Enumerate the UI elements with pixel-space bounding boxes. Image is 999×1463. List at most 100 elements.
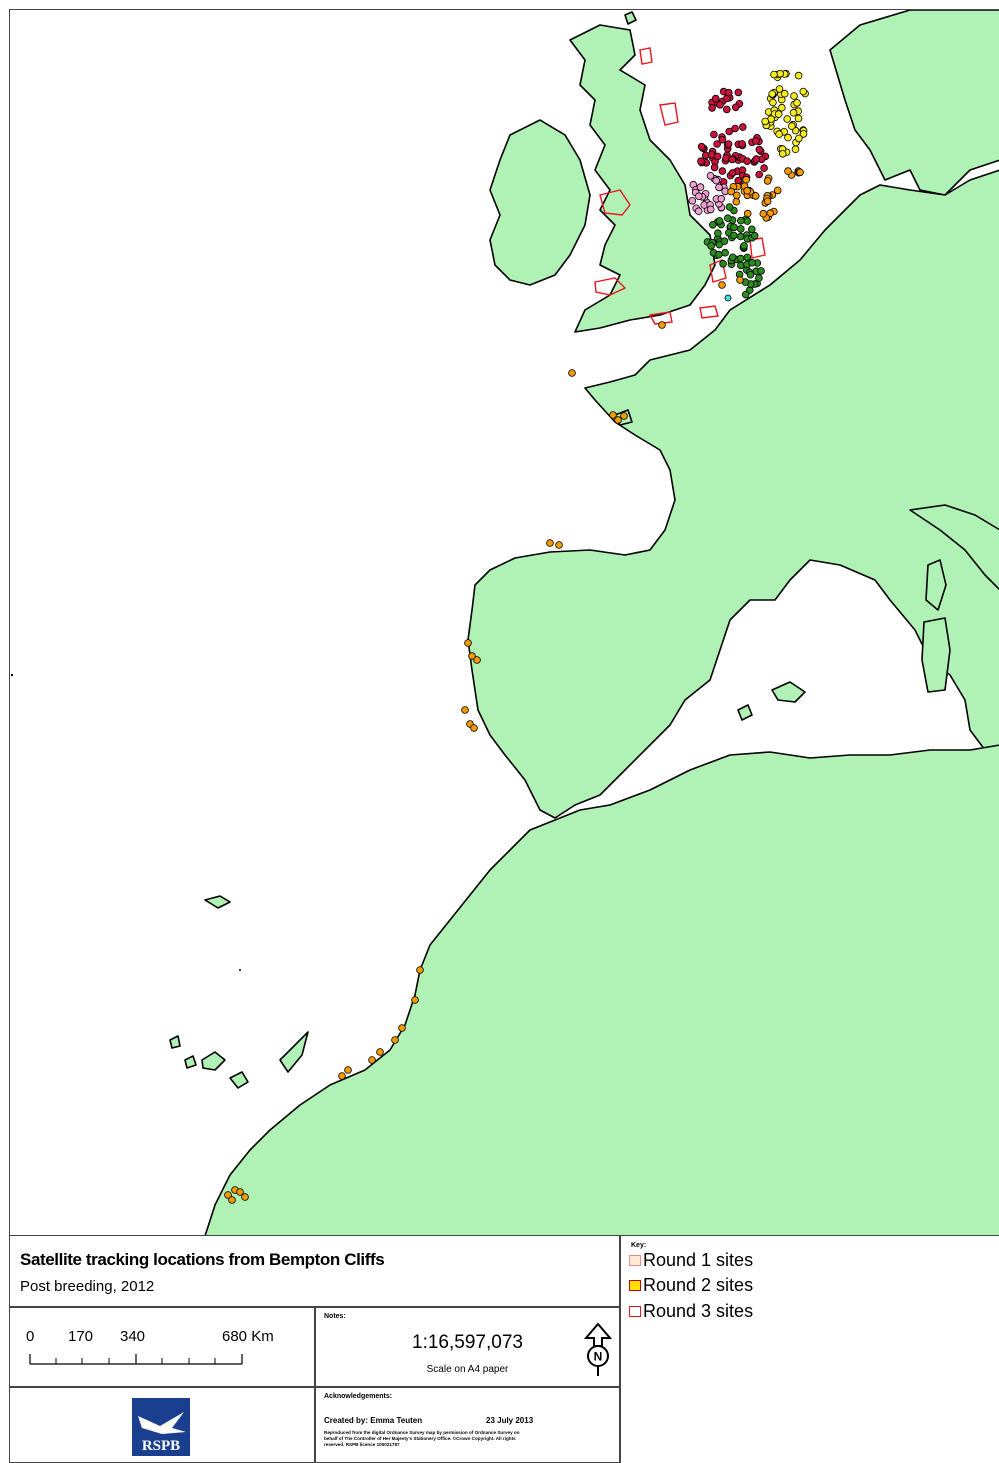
- tracking-point: [721, 248, 729, 257]
- tracking-point: [731, 103, 740, 112]
- tracking-point: [344, 1066, 352, 1074]
- scale-cell: Notes: 1:16,597,073 Scale on A4 paper N: [315, 1307, 620, 1387]
- land-continental-europe: [467, 169, 999, 819]
- tracking-point: [747, 225, 756, 234]
- tracking-point: [732, 197, 741, 206]
- tracking-point: [724, 140, 733, 148]
- map-title: Satellite tracking locations from Bempto…: [20, 1250, 385, 1269]
- scalebar-cell: 0 170 340 680 Km: [10, 1307, 315, 1387]
- tracking-point: [787, 122, 796, 130]
- tracking-point: [763, 177, 772, 185]
- tracking-point: [790, 92, 798, 100]
- map-frame[interactable]: [9, 9, 999, 1237]
- tracking-point: [722, 154, 730, 162]
- copyright-text: Reproduced from the digital Ordnance Sur…: [324, 1430, 520, 1447]
- acknowledgements-cell: Acknowledgements: Created by: Emma Teute…: [315, 1387, 620, 1463]
- tracking-point: [713, 152, 722, 161]
- tracking-point: [751, 192, 760, 200]
- tracking-point: [696, 183, 705, 191]
- created-by: Created by: Emma Teuten: [324, 1416, 423, 1425]
- tracking-point: [793, 99, 801, 107]
- tracking-point: [725, 127, 733, 136]
- tracking-point: [774, 110, 783, 118]
- scalebar-graphic: [29, 1354, 243, 1365]
- tracking-point: [736, 254, 745, 263]
- title-cell: Satellite tracking locations from Bempto…: [10, 1235, 620, 1307]
- tracking-point: [713, 140, 721, 148]
- land-great-britain: [569, 24, 716, 333]
- tracking-point: [710, 130, 718, 139]
- tracking-point: [738, 123, 747, 131]
- north-arrow-icon: N: [583, 1322, 613, 1376]
- tracking-point: [728, 253, 737, 262]
- round-3-sites: [594, 47, 766, 325]
- land-north-africa: [204, 744, 999, 1236]
- tracking-point: [730, 223, 738, 232]
- land-italy: [909, 504, 999, 591]
- key-item-label: Round 1 sites: [643, 1250, 754, 1270]
- tracking-point: [718, 167, 727, 175]
- tracking-point: [708, 104, 716, 112]
- tracking-point: [794, 134, 803, 143]
- tracking-point: [714, 229, 722, 238]
- tracking-point: [724, 88, 733, 97]
- tracking-point: [727, 187, 735, 196]
- round-3-swatch: [629, 1306, 641, 1317]
- tracking-point: [710, 163, 719, 172]
- tracking-point: [723, 214, 732, 223]
- tracking-point: [464, 639, 472, 647]
- tracking-point: [736, 225, 745, 233]
- tracking-point: [755, 274, 763, 282]
- key-item-round-3: Round 3 sites: [629, 1301, 753, 1322]
- tracking-point: [697, 157, 705, 166]
- tracking-point: [715, 217, 724, 225]
- map-info-panel: Satellite tracking locations from Bempto…: [9, 1235, 999, 1463]
- tracking-point: [760, 164, 768, 172]
- tracking-point: [717, 194, 726, 203]
- tracking-point: [718, 281, 726, 289]
- north-arrow-letter: N: [594, 1350, 603, 1364]
- tracking-point: [789, 108, 798, 117]
- tracking-point: [799, 87, 808, 96]
- tracking-point: [461, 706, 469, 714]
- notes-label: Notes:: [324, 1313, 346, 1320]
- land-scandinavia: [829, 10, 999, 196]
- round-2-swatch: [629, 1280, 641, 1291]
- tracking-point: [338, 1072, 346, 1080]
- tracking-point: [777, 103, 786, 112]
- tracking-point: [694, 207, 703, 216]
- tracking-point: [770, 70, 778, 79]
- tracking-point: [473, 656, 481, 664]
- tracking-point: [708, 221, 717, 229]
- tracking-point: [748, 258, 756, 267]
- tracking-point: [773, 186, 782, 195]
- tracking-point: [736, 216, 745, 225]
- scalebar-label-680: 680 Km: [222, 1328, 274, 1345]
- tracking-point: [768, 90, 776, 98]
- tracking-point: [743, 157, 751, 166]
- land-canary-4: [169, 1035, 181, 1049]
- tracking-point: [736, 232, 745, 241]
- tracking-point: [796, 168, 804, 177]
- tracking-point: [376, 1048, 384, 1056]
- tracking-point: [791, 145, 800, 154]
- tracking-point: [755, 145, 764, 154]
- map-canvas[interactable]: [10, 10, 999, 1236]
- tracking-point: [716, 101, 724, 109]
- tracking-point: [780, 89, 789, 98]
- tracking-point: [784, 167, 792, 175]
- tracking-point: [720, 237, 729, 246]
- tracking-point: [729, 231, 738, 240]
- tracking-point: [734, 88, 743, 97]
- land-canary-1: [279, 1031, 309, 1073]
- tracking-point: [775, 130, 783, 138]
- tracking-point: [416, 966, 424, 974]
- tracking-point: [751, 137, 760, 145]
- key-item-round-1: Round 1 sites: [629, 1250, 753, 1271]
- key-item-label: Round 3 sites: [643, 1301, 754, 1321]
- scale-note: Scale on A4 paper: [426, 1364, 509, 1375]
- round-1-swatch: [629, 1255, 641, 1266]
- tracking-point: [555, 541, 563, 549]
- land-canary-2: [201, 1051, 226, 1071]
- tracking-point: [391, 1036, 399, 1044]
